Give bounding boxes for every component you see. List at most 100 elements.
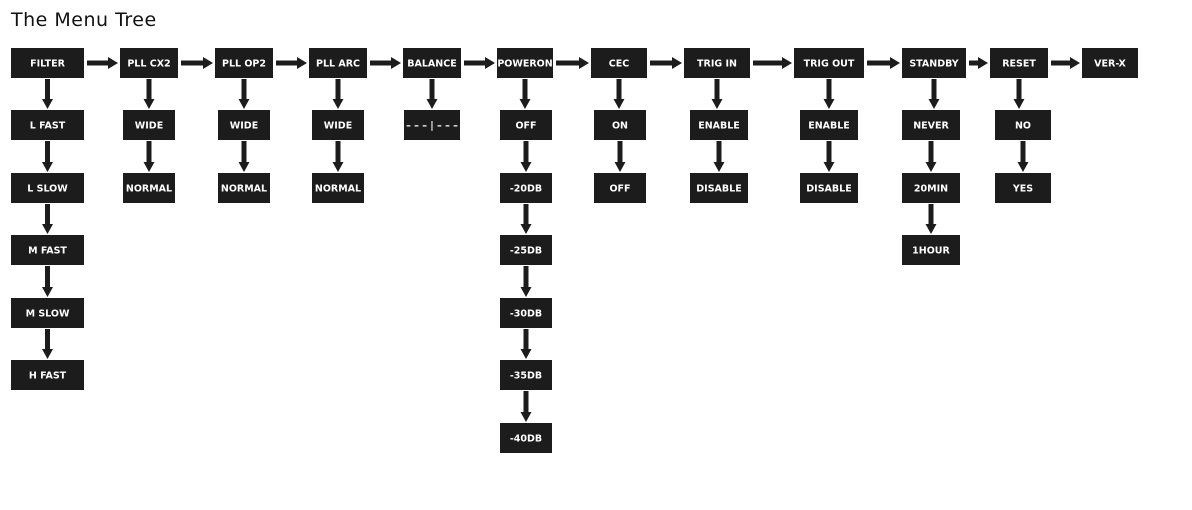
arrow-down-standby-0 [928,79,940,109]
option-pll-arc-normal-box [312,173,364,203]
option-filter-h-fast-box [11,360,84,390]
menu-header-reset-box [990,48,1048,78]
menu-header-pll-op2: PLL OP2 [215,48,273,78]
option-balance-blank-box [404,110,460,140]
arrow-down-filter-3 [42,266,53,297]
menu-header-filter-label: FILTER [30,59,65,70]
option-filter-m-slow-label: M SLOW [26,309,70,320]
arrow-down-pll-cx2-0 [143,79,155,109]
option-filter-l-slow-box [11,173,84,203]
option-poweron-40db-box [500,423,552,453]
option-standby-20min-box [902,173,960,203]
arrow-down-filter-2 [42,204,53,234]
menu-header-standby-box [902,48,966,78]
option-reset-yes-box [995,173,1051,203]
option-pll-arc-wide-box [312,110,364,140]
option-trig-out-enable: ENABLE [800,110,858,140]
arrow-right-poweron [556,57,589,69]
menu-header-pll-arc-box [309,48,367,78]
option-reset-no-box [995,110,1051,140]
option-reset-yes-label: YES [1012,184,1033,195]
option-pll-op2-normal: NORMAL [218,173,270,203]
arrow-right-cec [650,57,682,69]
menu-header-reset-label: RESET [1002,59,1036,70]
arrow-right-pll-arc [370,57,401,69]
menu-header-trig-out: TRIG OUT [794,48,864,78]
arrow-down-pll-op2-1 [238,141,250,172]
option-pll-cx2-wide-box [123,110,175,140]
option-poweron-40db: -40DB [500,423,552,453]
menu-header-standby: STANDBY [902,48,966,78]
option-standby-1hour: 1HOUR [902,235,960,265]
menu-header-trig-in: TRIG IN [684,48,750,78]
arrow-down-trig-in-1 [713,141,725,172]
option-filter-m-fast: M FAST [11,235,84,265]
option-poweron-35db: -35DB [500,360,552,390]
option-trig-in-enable-box [690,110,748,140]
option-pll-cx2-wide: WIDE [123,110,175,140]
option-pll-arc-wide: WIDE [312,110,364,140]
option-poweron-20db: -20DB [500,173,552,203]
option-pll-cx2-normal-label: NORMAL [126,184,172,195]
option-standby-never: NEVER [902,110,960,140]
menu-header-reset: RESET [990,48,1048,78]
arrow-down-standby-2 [925,204,937,234]
arrow-down-trig-out-0 [823,79,835,109]
option-pll-cx2-normal: NORMAL [123,173,175,203]
option-pll-op2-wide-label: WIDE [230,121,258,132]
menu-header-cec-label: CEC [609,59,629,70]
option-standby-never-box [902,110,960,140]
arrow-down-poweron-4 [520,329,532,359]
option-pll-op2-normal-label: NORMAL [221,184,267,195]
option-poweron-35db-label: -35DB [510,371,542,382]
arrow-down-pll-arc-1 [332,141,344,172]
menu-header-pll-op2-label: PLL OP2 [222,59,266,70]
option-poweron-25db-box [500,235,552,265]
option-filter-h-fast-label: H FAST [29,371,67,382]
option-filter-m-slow: M SLOW [11,298,84,328]
option-reset-yes: YES [995,173,1051,203]
arrow-down-reset-0 [1013,79,1025,109]
arrow-right-reset [1051,57,1080,69]
menu-header-pll-cx2-box [120,48,178,78]
option-poweron-35db-box [500,360,552,390]
arrow-down-filter-1 [42,141,53,172]
menu-header-trig-out-box [794,48,864,78]
menu-header-trig-out-label: TRIG OUT [804,59,855,70]
option-filter-m-fast-box [11,235,84,265]
option-cec-on: ON [594,110,646,140]
option-poweron-30db-box [500,298,552,328]
menu-header-filter-box [11,48,84,78]
option-pll-cx2-normal-box [123,173,175,203]
arrow-down-reset-1 [1017,141,1029,172]
arrow-right-trig-in [753,57,792,69]
menu-header-trig-in-box [684,48,750,78]
option-filter-h-fast: H FAST [11,360,84,390]
arrow-right-balance [464,57,495,69]
arrow-right-standby [969,57,988,69]
option-pll-cx2-wide-label: WIDE [135,121,163,132]
arrow-right-pll-op2 [276,57,307,69]
option-trig-in-disable: DISABLE [690,173,748,203]
arrow-down-poweron-3 [520,266,532,297]
menu-header-ver-x-box [1082,48,1138,78]
arrow-down-pll-arc-0 [332,79,344,109]
option-filter-l-fast: L FAST [11,110,84,140]
option-filter-m-fast-label: M FAST [28,246,67,257]
option-filter-m-slow-box [11,298,84,328]
option-poweron-30db: -30DB [500,298,552,328]
option-poweron-off-box [500,110,552,140]
menu-header-filter: FILTER [11,48,84,78]
option-trig-out-enable-label: ENABLE [808,121,850,132]
arrow-down-filter-4 [42,329,53,359]
option-trig-out-enable-box [800,110,858,140]
option-standby-1hour-box [902,235,960,265]
menu-header-balance: BALANCE [403,48,461,78]
option-pll-arc-wide-label: WIDE [324,121,352,132]
option-pll-op2-normal-box [218,173,270,203]
arrow-down-cec-1 [614,141,626,172]
option-poweron-40db-label: -40DB [510,434,542,445]
option-trig-in-enable: ENABLE [690,110,748,140]
option-filter-l-slow: L SLOW [11,173,84,203]
option-poweron-30db-label: -30DB [510,309,542,320]
